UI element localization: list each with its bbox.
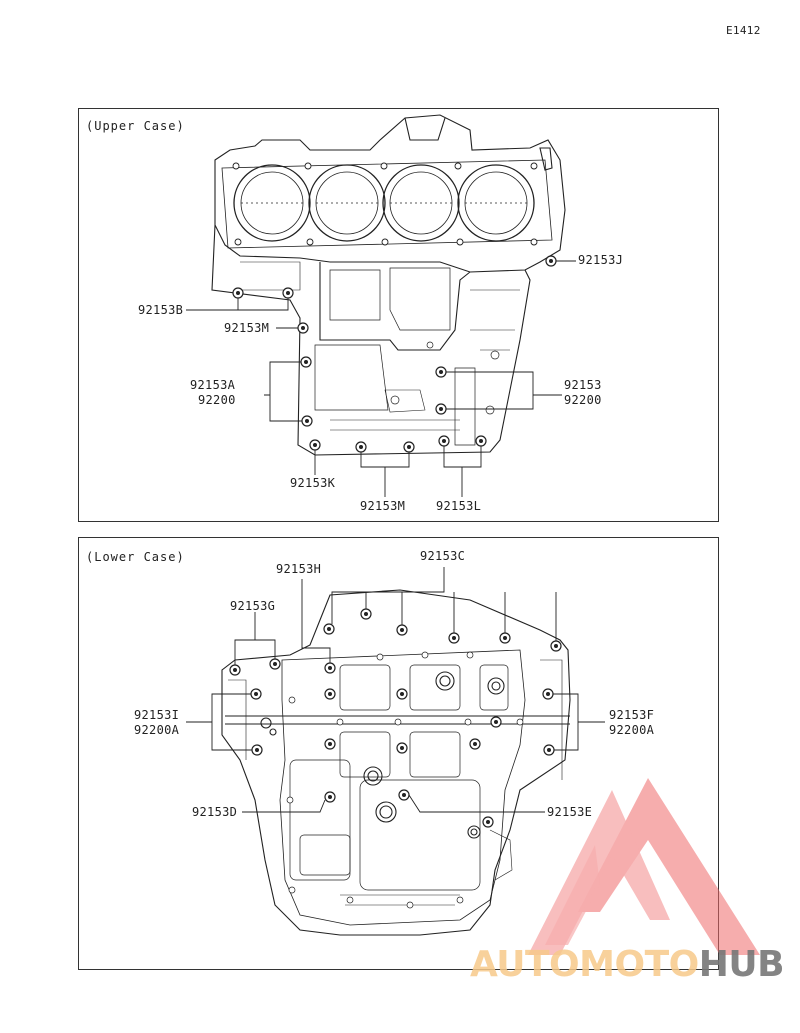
lower-crankcase bbox=[221, 589, 571, 936]
lower-case-panel bbox=[78, 537, 719, 970]
watermark-logo bbox=[528, 778, 760, 955]
lower-leader-lines bbox=[186, 567, 605, 813]
label-92153L: 92153L bbox=[436, 499, 482, 513]
label-92200A-lower-right: 92200A bbox=[609, 723, 655, 737]
label-92153F: 92153F bbox=[609, 708, 655, 722]
upper-leader-lines bbox=[186, 260, 576, 497]
lower-bolt-markers bbox=[229, 608, 562, 828]
label-92200A-lower-left: 92200A bbox=[134, 723, 180, 737]
label-92153J: 92153J bbox=[578, 253, 624, 267]
label-92153G: 92153G bbox=[230, 599, 276, 613]
upper-bolt-markers bbox=[232, 255, 557, 453]
label-92200-upper-left: 92200 bbox=[198, 393, 236, 407]
lower-case-title: (Lower Case) bbox=[86, 550, 185, 564]
label-92153D: 92153D bbox=[192, 805, 238, 819]
diagram-code: E1412 bbox=[726, 24, 761, 37]
label-92153: 92153 bbox=[564, 378, 602, 392]
label-92153A: 92153A bbox=[190, 378, 236, 392]
label-92153E: 92153E bbox=[547, 805, 593, 819]
watermark-text-a: AUTOMOTO bbox=[470, 944, 699, 985]
label-92153H: 92153H bbox=[276, 562, 322, 576]
label-92153K: 92153K bbox=[290, 476, 336, 490]
upper-case-panel bbox=[78, 108, 719, 522]
label-92153B: 92153B bbox=[138, 303, 184, 317]
label-92153M-upper-b: 92153M bbox=[360, 499, 406, 513]
upper-crankcase bbox=[211, 114, 566, 456]
label-92153C: 92153C bbox=[420, 549, 466, 563]
watermark-text-b: HUB bbox=[698, 944, 785, 985]
upper-case-title: (Upper Case) bbox=[86, 119, 185, 133]
watermark-text: AUTOMOTOHUB bbox=[470, 944, 785, 985]
label-92153I: 92153I bbox=[134, 708, 180, 722]
label-92153M-upper-a: 92153M bbox=[224, 321, 270, 335]
label-92200-upper-right: 92200 bbox=[564, 393, 602, 407]
